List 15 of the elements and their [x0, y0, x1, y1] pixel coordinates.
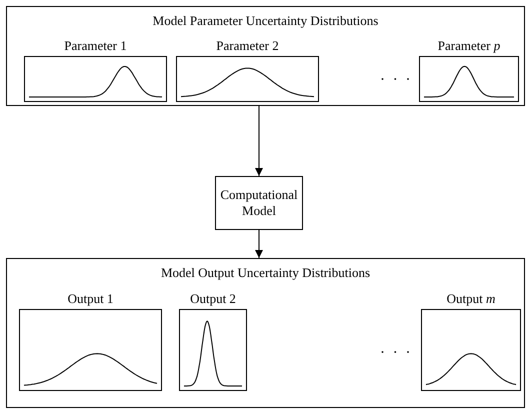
plot-heading: Parameter p — [438, 38, 500, 54]
arrow — [255, 230, 263, 258]
ellipsis: · · · — [380, 72, 412, 89]
process-box: Computational Model — [215, 176, 303, 230]
plot-heading: Output 2 — [190, 291, 236, 307]
plot-heading: Parameter 1 — [64, 38, 127, 54]
plot-heading: Parameter 2 — [216, 38, 279, 54]
group-box — [6, 6, 525, 106]
ellipsis: · · · — [380, 345, 412, 362]
group-title: Model Parameter Uncertainty Distributions — [152, 13, 378, 29]
group-title: Model Output Uncertainty Distributions — [160, 265, 370, 281]
plot-heading: Output m — [446, 291, 496, 307]
arrow — [255, 106, 263, 176]
group-box — [6, 258, 525, 408]
plot-heading: Output 1 — [68, 291, 114, 307]
